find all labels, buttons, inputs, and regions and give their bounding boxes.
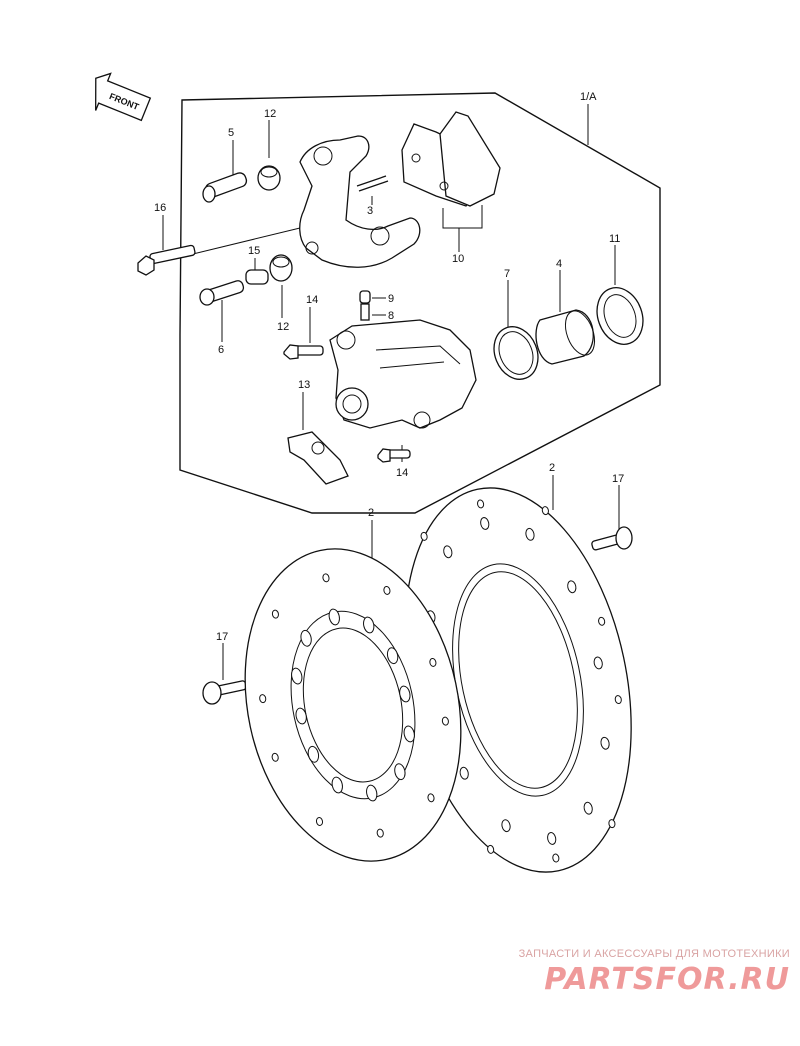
callout-6: 6: [218, 344, 224, 356]
callout-1A: 1/A: [580, 91, 597, 103]
callout-2-right: 2: [549, 462, 555, 474]
callout-2-left: 2: [368, 507, 374, 519]
callout-17-left: 17: [216, 631, 228, 643]
caliper-assembly-outline: [179, 92, 661, 514]
callout-15: 15: [248, 245, 260, 257]
callout-4: 4: [556, 258, 562, 270]
callout-9: 9: [388, 293, 394, 305]
part-3-spring: [356, 175, 389, 192]
part-7-seal-ring: [493, 326, 539, 380]
caliper-bracket: [299, 135, 421, 268]
callout-13: 13: [298, 379, 310, 391]
part-17-disc-bolt-left: [202, 680, 247, 705]
callout-5: 5: [228, 127, 234, 139]
callout-7: 7: [504, 268, 510, 280]
callout-labels: 1/A 5 12 16 15 6 12 14 9 8 3 10 7 4 11 1…: [154, 91, 624, 643]
caliper-body: [329, 319, 477, 429]
part-6-pin: [199, 280, 245, 306]
callout-16: 16: [154, 202, 166, 214]
callout-14-upper: 14: [306, 294, 318, 306]
part-10-pads: [401, 111, 501, 207]
callout-17-right: 17: [612, 473, 624, 485]
front-arrow: FRONT: [95, 72, 152, 122]
part-14-bolt-upper: [283, 344, 324, 360]
callout-11: 11: [609, 233, 620, 245]
part-11-dust-seal: [596, 287, 644, 345]
part-12-boot-upper: [257, 165, 281, 191]
callout-8: 8: [388, 310, 394, 322]
part-4-piston: [535, 309, 596, 365]
part-15-sleeve: [245, 269, 269, 285]
part-5-slide-pin: [202, 172, 248, 203]
watermark-logo: PARTSFOR.RU: [544, 962, 790, 997]
callout-10: 10: [452, 253, 464, 265]
callout-14-lower: 14: [396, 467, 408, 479]
brake-disc-front: [244, 548, 462, 862]
part-9-bleeder-cap: [359, 290, 371, 304]
watermark-subtitle: ЗАПЧАСТИ И АКСЕССУАРЫ ДЛЯ МОТОТЕХНИКИ: [518, 948, 790, 960]
part-17-disc-bolt-right: [591, 526, 633, 551]
part-12-boot-lower: [269, 254, 293, 282]
part-8-bleeder-valve: [360, 303, 370, 321]
part-14-bolt-lower: [377, 448, 411, 463]
callout-12-lower: 12: [277, 321, 289, 333]
part-16-bolt: [137, 244, 196, 276]
part-13-pad-spring: [287, 431, 349, 485]
callout-3: 3: [367, 205, 373, 217]
callout-12-upper: 12: [264, 108, 276, 120]
